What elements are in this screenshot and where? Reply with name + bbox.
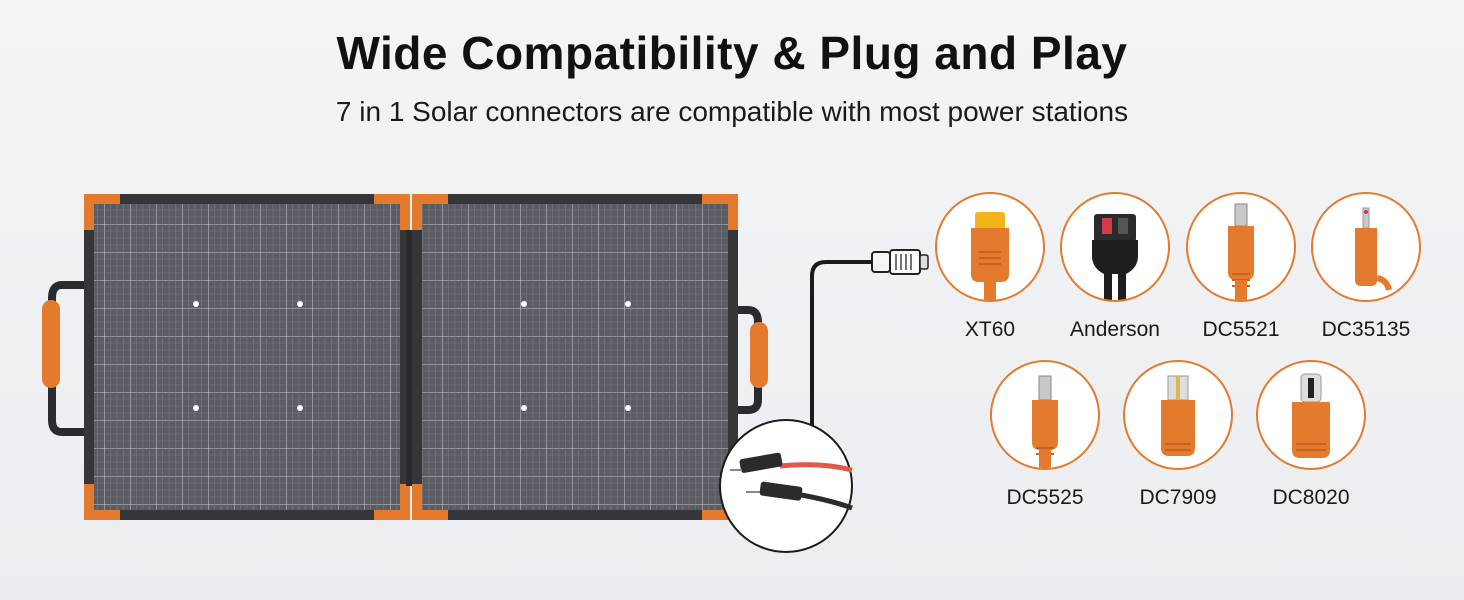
left-solar-panel xyxy=(84,194,410,520)
connector-dc5525: DC5525 xyxy=(990,360,1100,510)
connector-anderson: Anderson xyxy=(1060,192,1170,342)
connector-dc35135: DC35135 xyxy=(1311,192,1421,342)
connector-label: DC5525 xyxy=(1006,486,1084,509)
connector-label: XT60 xyxy=(964,318,1016,341)
connector-xt60: XT60 xyxy=(935,192,1045,342)
right-handle xyxy=(735,306,768,414)
connector-label: DC7909 xyxy=(1139,486,1217,509)
connector-label: DC5521 xyxy=(1202,318,1280,341)
connector-label: Anderson xyxy=(1070,318,1160,341)
connector-label: DC35135 xyxy=(1321,318,1411,341)
output-cable xyxy=(810,249,929,430)
connector-dc5521: DC5521 xyxy=(1186,192,1296,342)
left-handle xyxy=(42,281,90,436)
right-solar-panel xyxy=(412,194,738,520)
mc4-connector-inset xyxy=(719,419,853,553)
dc5525-connector-icon xyxy=(990,360,1100,470)
page-title: Wide Compatibility & Plug and Play xyxy=(336,27,1128,79)
dc7909-connector-icon xyxy=(1123,360,1233,470)
connector-dc7909: DC7909 xyxy=(1123,360,1233,510)
connector-label: DC8020 xyxy=(1272,486,1350,509)
anderson-connector-icon xyxy=(1060,192,1170,302)
xt60-connector-icon xyxy=(935,192,1045,302)
page-subtitle: 7 in 1 Solar connectors are compatible w… xyxy=(335,96,1129,127)
dc5521-connector-icon xyxy=(1186,192,1296,302)
dc35135-connector-icon xyxy=(1311,192,1421,302)
connector-dc8020: DC8020 xyxy=(1256,360,1366,510)
dc8020-connector-icon xyxy=(1256,360,1366,470)
